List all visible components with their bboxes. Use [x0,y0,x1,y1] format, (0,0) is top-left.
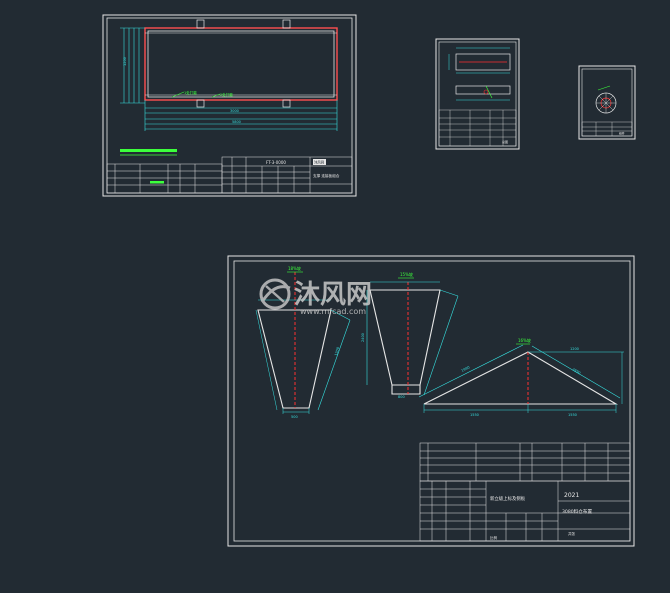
sheet-a-drawing-number: FT-3-0000 [266,160,286,165]
sheet-c: 组件 [578,65,636,140]
sheet-d-part-1: 18%坡 1200 500 [255,265,351,419]
sheet-c-radial-lines [596,93,616,113]
sheet-a-inner-frame [106,17,353,194]
sheet-d-part-2-dim-label: 800 [398,395,405,399]
sheet-d-sheet-label: 共张 [568,531,576,536]
sheet-d-parts-list [419,442,631,482]
sheet-d-part-3-dim [418,344,524,398]
sheet-a-dim-label: 3000 [230,109,239,113]
sheet-a: 3000 5800 1200 1处打磨 2处打磨 [102,14,357,197]
sheet-d-part-3-callout: 16%坡 [518,337,531,343]
sheet-d-part-1-callout: 18%坡 [288,265,301,271]
sheet-b-title-label: 总图 [502,139,508,144]
watermark-brand: 沐风网 [294,280,372,310]
sheet-d-part-2-dim [439,289,459,297]
sheet-d-part-3-outline [423,351,619,405]
sheet-b-leader [485,85,493,99]
sheet-a-dim-label: 1200 [123,57,127,66]
sheet-d-part-2-outline [369,289,441,386]
sheet-a-callout: 1处打磨 [184,90,197,95]
sheet-a-legend-bar [120,149,177,152]
sheet-a-company-logo-box [313,159,326,165]
sheet-d-part-1-dim-label: 500 [291,415,298,419]
sheet-c-title-block [581,121,633,137]
sheet-d-part-3-dim [531,345,621,399]
sheet-a-slot [196,99,205,108]
sheet-d-part-1-dim-label: 1200 [334,347,340,357]
sheet-d-part-1-dim [255,309,278,411]
sheet-a-outer-frame [102,14,357,197]
watermark-url: www.mfcad.com [300,307,366,316]
sheet-a-leader [211,93,221,98]
sheet-a-company: 沐风网 [314,160,325,165]
sheet-d-part-3-dim-label: 1550 [470,413,479,417]
sheet-d-part-3-dim-label: 1990 [461,365,471,373]
sheet-d-title-block [419,480,631,542]
sheet-a-dim-label: 5800 [232,120,241,124]
sheet-d-part-2-dim-label: 2400 [361,333,365,342]
sheet-d-outer-frame [227,255,635,547]
sheet-d-scale-label: 比例 [490,535,498,540]
sheet-d-part-3-dim-label: 1550 [568,413,577,417]
sheet-b-side-view [455,85,511,95]
sheet-d-part-2: 15%坡 2400 800 [361,271,459,399]
sheet-c-inner-frame [581,68,633,137]
sheet-a-callout: 2处打磨 [220,92,233,97]
sheet-d-part-3-dim-label: 2890 [572,367,582,375]
sheet-c-leader [597,85,611,91]
sheet-d-year: 2021 [564,492,579,499]
sheet-a-drawing-name: 支撑 连接板组合 [313,173,340,178]
sheet-b: 总图 [435,38,520,150]
watermark-logo-icon [259,278,291,310]
sheet-a-left-dimensions [120,27,145,104]
sheet-a-slot [196,19,205,29]
sheet-b-title-block [438,109,517,147]
sheet-a-slot [282,19,291,29]
sheet-b-outer-frame [435,38,520,150]
watermark: 沐风网 www.mfcad.com [259,278,372,316]
sheet-d-part-2-dim [423,295,459,396]
sheet-a-bottom-dimensions [144,100,338,131]
sheet-c-outer-frame [578,65,636,140]
sheet-b-part-view [455,53,511,71]
sheet-a-table-highlight [150,181,164,184]
sheet-d-part-1-dim [330,309,351,321]
sheet-a-plate-inner [147,30,335,98]
sheet-d-part-3: 16%坡 1550 1550 1990 2890 1200 [418,337,624,417]
sheet-c-title-label: 组件 [619,132,625,136]
sheet-a-plate-outline [144,27,338,101]
sheet-a-slot [282,99,291,108]
sheet-a-leader [171,91,185,98]
sheet-d: 18%坡 1200 500 15%坡 2400 800 [227,255,635,547]
sheet-d-project-name: 新立级上标及侧板 [490,495,526,502]
sheet-d-part-1-dim [317,319,351,411]
sheet-d-part-2-callout: 15%坡 [400,271,413,277]
sheet-a-bom-table [106,163,223,194]
sheet-b-hole [483,89,489,95]
sheet-d-drawing-name: 3080料仓布置 [562,508,592,515]
sheet-a-title-block [221,156,353,194]
sheet-d-part-3-dim-label: 1200 [570,347,579,351]
sheet-d-part-2-spout [391,385,421,395]
